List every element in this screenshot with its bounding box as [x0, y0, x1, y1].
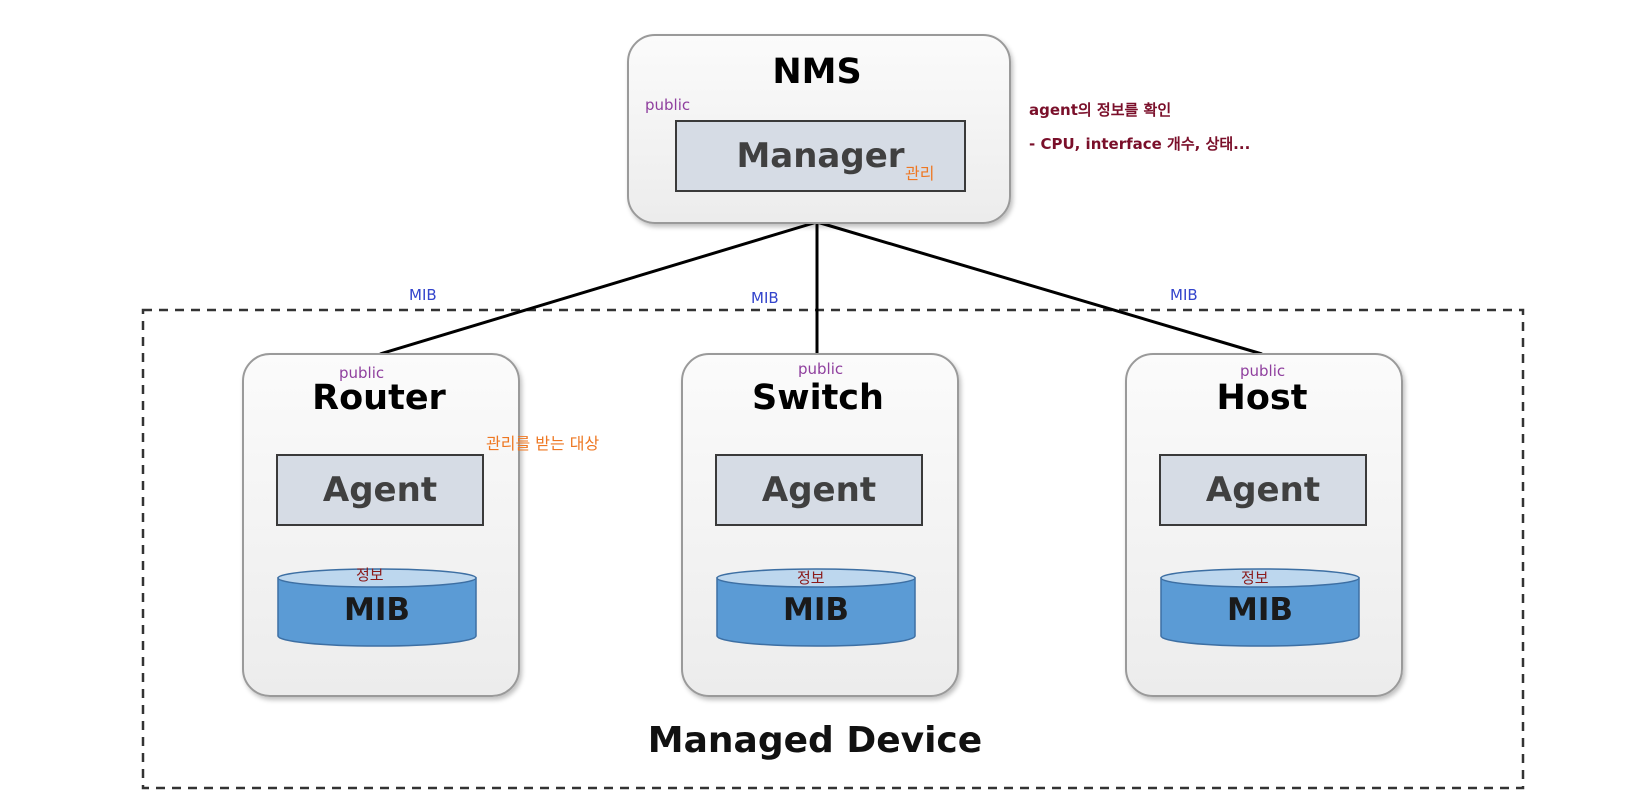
link-label-host: MIB	[1170, 286, 1198, 304]
router-mib-note: 정보	[356, 566, 384, 584]
managed-note: 관리를 받는 대상	[486, 434, 600, 453]
host-agent-label: Agent	[1205, 470, 1321, 510]
router-community: public	[339, 364, 385, 382]
switch-title: Switch	[752, 378, 884, 418]
host-agent-box: Agent	[1159, 454, 1367, 526]
database-icon	[277, 568, 477, 647]
router-agent-label: Agent	[322, 470, 438, 510]
agent-info-line1: agent의 정보를 확인	[1029, 101, 1172, 119]
router-title: Router	[312, 378, 446, 418]
managed-device-label: Managed Device	[647, 720, 983, 761]
manager-note: 관리	[905, 164, 935, 183]
nms-title: NMS	[772, 52, 862, 92]
switch-agent-label: Agent	[761, 470, 877, 510]
link-router	[379, 220, 818, 356]
link-label-switch: MIB	[751, 289, 779, 307]
switch-agent-box: Agent	[715, 454, 923, 526]
switch-community: public	[798, 360, 844, 378]
router-agent-box: Agent	[276, 454, 484, 526]
link-host	[816, 220, 1263, 356]
switch-mib-cylinder: MIB	[716, 568, 916, 648]
database-icon	[716, 568, 916, 647]
manager-box: Manager	[675, 120, 966, 192]
host-community: public	[1240, 362, 1286, 380]
agent-info-line2: - CPU, interface 개수, 상태...	[1029, 135, 1251, 153]
host-mib-note: 정보	[1241, 569, 1269, 587]
link-label-router: MIB	[409, 286, 437, 304]
manager-label: Manager	[736, 136, 905, 176]
database-icon	[1160, 568, 1360, 647]
host-mib-label: MIB	[1226, 592, 1293, 628]
nms-community: public	[645, 96, 691, 114]
switch-mib-label: MIB	[782, 592, 849, 628]
host-mib-cylinder: MIB	[1160, 568, 1360, 648]
managed-device-boundary	[141, 308, 1525, 790]
router-mib-cylinder: MIB	[277, 568, 477, 648]
switch-mib-note: 정보	[797, 569, 825, 587]
host-title: Host	[1216, 378, 1308, 418]
router-mib-label: MIB	[343, 592, 410, 628]
